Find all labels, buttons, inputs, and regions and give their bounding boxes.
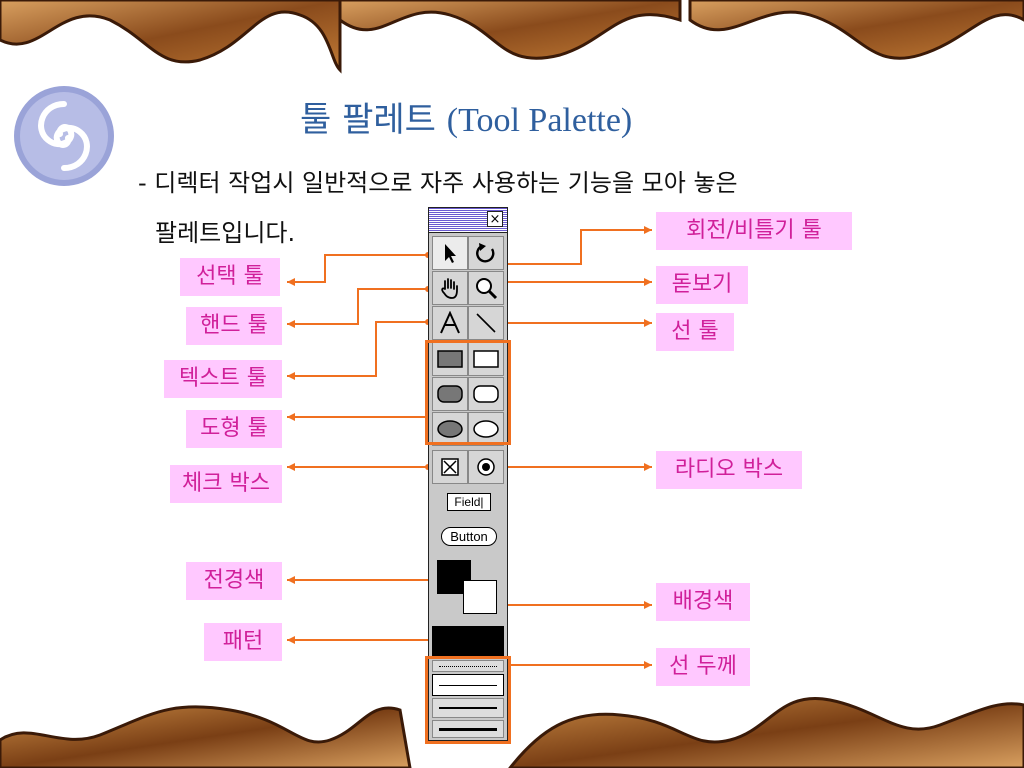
button-widget-text: Button: [441, 526, 497, 546]
label-rotate-skew-tool: 회전/비틀기 툴: [656, 212, 852, 250]
label-text-tool: 텍스트 툴: [164, 360, 282, 398]
rotate-tool-button[interactable]: [468, 236, 504, 270]
hand-tool-button[interactable]: [432, 271, 468, 305]
shape-tools-highlight: [425, 340, 511, 445]
line-width-dotted[interactable]: [432, 660, 504, 672]
line-width-highlight: [425, 656, 511, 744]
label-magnifier: 돋보기: [656, 266, 748, 304]
text-tool-button[interactable]: [432, 306, 468, 340]
background-color-swatch[interactable]: [463, 580, 497, 614]
spiral-logo-icon: [14, 86, 114, 186]
description-line-1: - 디렉터 작업시 일반적으로 자주 사용하는 기능을 모아 놓은: [138, 169, 738, 197]
description-line-2: 팔레트입니다.: [155, 219, 296, 247]
letter-a-icon: [440, 311, 460, 334]
label-selection-tool: 선택 툴: [180, 258, 280, 296]
line-width-thick[interactable]: [432, 720, 504, 738]
palette-title-bar[interactable]: ×: [429, 208, 507, 233]
filled-ellipse-tool[interactable]: [432, 412, 468, 446]
label-pattern: 패턴: [204, 623, 282, 661]
field-widget-text: Field|: [447, 493, 491, 511]
label-radio-button: 라디오 박스: [656, 451, 802, 489]
filled-round-rect-tool[interactable]: [432, 377, 468, 411]
title-korean: 툴 팔레트: [300, 100, 436, 140]
label-hand-tool: 핸드 툴: [186, 307, 282, 345]
label-background-color: 배경색: [656, 583, 750, 621]
close-icon[interactable]: ×: [487, 211, 503, 227]
filled-rectangle-tool[interactable]: [432, 342, 468, 376]
diagonal-line-icon: [476, 313, 496, 333]
rectangle-tool[interactable]: [468, 342, 504, 376]
tool-palette: × Field|: [428, 207, 508, 741]
label-shape-tool: 도형 툴: [186, 410, 282, 448]
line-width-thin[interactable]: [432, 674, 504, 696]
title-english: (Tool Palette): [446, 102, 633, 139]
field-tool-button[interactable]: Field|: [433, 488, 505, 516]
bottom-decorative-border: [0, 696, 1024, 768]
line-width-medium[interactable]: [432, 698, 504, 718]
checkbox-icon: [441, 458, 459, 476]
magnifier-icon: [476, 278, 498, 300]
top-decorative-border: [0, 0, 1024, 74]
push-button-tool[interactable]: Button: [433, 522, 505, 550]
label-checkbox: 체크 박스: [170, 465, 282, 503]
ellipse-tool[interactable]: [468, 412, 504, 446]
checkbox-tool-button[interactable]: [432, 450, 468, 484]
radio-tool-button[interactable]: [468, 450, 504, 484]
label-line-tool: 선 툴: [656, 313, 734, 351]
label-line-width: 선 두께: [656, 648, 750, 686]
magnifier-tool-button[interactable]: [468, 271, 504, 305]
arrow-icon: [445, 244, 456, 263]
line-tool-button[interactable]: [468, 306, 504, 340]
radio-icon: [477, 458, 495, 476]
arrow-tool-button[interactable]: [432, 236, 468, 270]
slide-title: 툴 팔레트 (Tool Palette): [300, 92, 632, 141]
round-rect-tool[interactable]: [468, 377, 504, 411]
rotate-icon: [476, 243, 495, 263]
hand-icon: [441, 278, 458, 299]
label-foreground-color: 전경색: [186, 562, 282, 600]
pattern-swatch[interactable]: [432, 626, 504, 658]
